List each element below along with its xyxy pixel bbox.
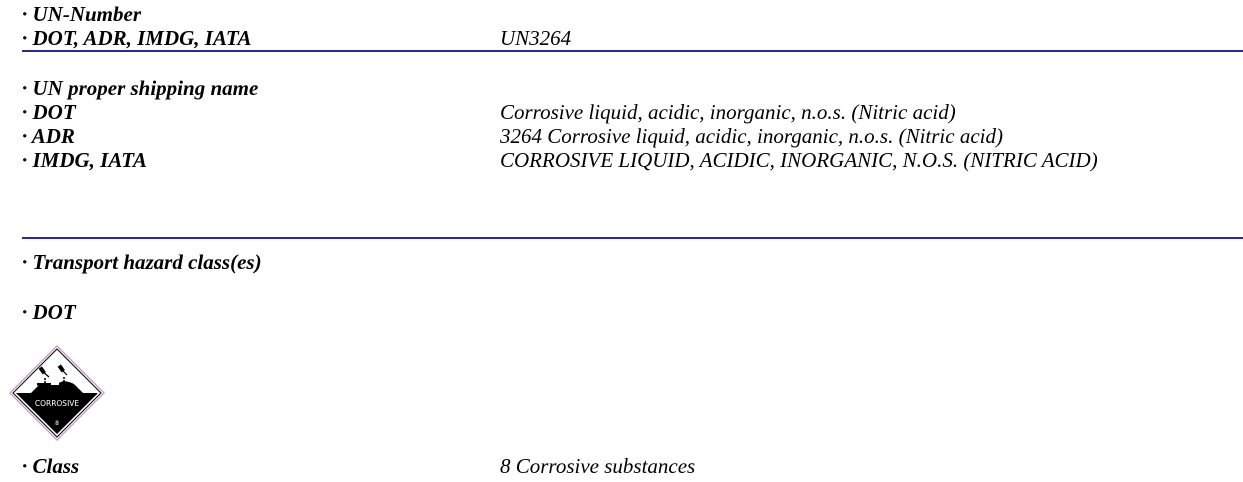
shipping-name-heading-row: · UN proper shipping name	[22, 76, 1243, 100]
hazard-class-heading: · Transport hazard class(es)	[22, 250, 262, 274]
hazard-dot-label: · DOT	[22, 300, 76, 324]
shipping-name-value: Corrosive liquid, acidic, inorganic, n.o…	[500, 100, 956, 124]
class-value: 8 Corrosive substances	[500, 454, 696, 478]
shipping-name-heading: · UN proper shipping name	[22, 76, 259, 100]
shipping-name-value: CORROSIVE LIQUID, ACIDIC, INORGANIC, N.O…	[500, 148, 1098, 172]
un-number-heading: · UN-Number	[22, 2, 141, 26]
class-row-inner: · Class 8 Corrosive substances	[22, 454, 1243, 478]
un-number-row: · DOT, ADR, IMDG, IATA UN3264	[22, 26, 1243, 50]
corrosive-placard: CORROSIVE 8	[8, 344, 106, 442]
placard-number: 8	[55, 420, 59, 427]
class-row: · Class 8 Corrosive substances	[22, 454, 1243, 478]
shipping-name-row-dot: · DOT Corrosive liquid, acidic, inorgani…	[22, 100, 1243, 124]
shipping-name-label: · IMDG, IATA	[22, 148, 147, 172]
corrosive-hazard-icon: CORROSIVE 8	[8, 344, 106, 442]
placard-text: CORROSIVE	[35, 399, 80, 408]
un-number-heading-row: · UN-Number	[22, 2, 1243, 26]
section-divider	[22, 50, 1243, 52]
hazard-dot-row: · DOT	[22, 300, 1243, 324]
shipping-name-value: 3264 Corrosive liquid, acidic, inorganic…	[500, 124, 1003, 148]
shipping-name-label: · ADR	[22, 124, 75, 148]
shipping-name-label: · DOT	[22, 100, 76, 124]
shipping-name-block: · UN proper shipping name · DOT Corrosiv…	[22, 76, 1243, 172]
class-label: · Class	[22, 454, 80, 478]
hazard-class-heading-row: · Transport hazard class(es)	[22, 250, 1243, 274]
un-number-value: UN3264	[500, 26, 572, 50]
un-number-block: · UN-Number · DOT, ADR, IMDG, IATA UN326…	[22, 2, 1243, 50]
un-number-label: · DOT, ADR, IMDG, IATA	[22, 26, 252, 50]
section-divider	[22, 237, 1243, 239]
shipping-name-row-imdg-iata: · IMDG, IATA CORROSIVE LIQUID, ACIDIC, I…	[22, 148, 1243, 172]
shipping-name-row-adr: · ADR 3264 Corrosive liquid, acidic, ino…	[22, 124, 1243, 148]
